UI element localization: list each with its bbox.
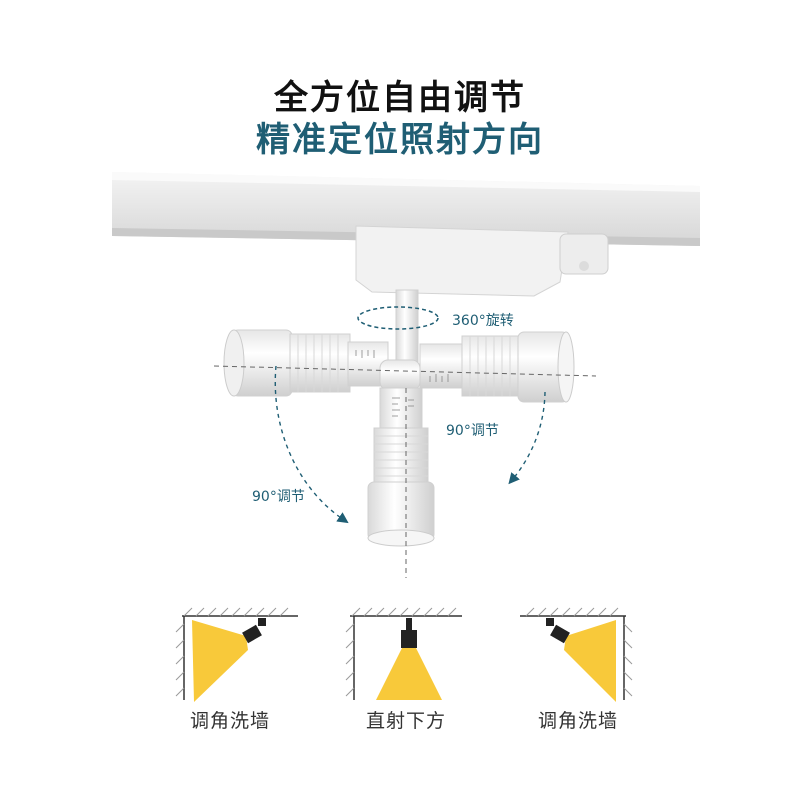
adjust-arc-icon xyxy=(274,365,546,524)
mode-caption-wall-wash-right: 调角洗墙 xyxy=(537,710,618,732)
rotation-arrow-icon xyxy=(357,306,439,330)
center-joint xyxy=(379,359,421,391)
rotation-label: 360°旋转 xyxy=(452,313,514,329)
wall-wash-left-diagram xyxy=(175,607,298,702)
mode-caption-wall-wash-left: 调角洗墙 xyxy=(189,710,270,732)
subheadline: 精准定位照射方向 xyxy=(256,120,544,160)
direct-down-diagram xyxy=(345,607,462,700)
down-spotlight-head xyxy=(367,387,435,547)
mode-caption-direct-down: 直射下方 xyxy=(365,710,446,732)
left-spotlight-head xyxy=(223,329,389,397)
adjust-label-left: 90°调节 xyxy=(252,489,305,505)
track-adapter xyxy=(355,225,609,297)
adjust-label-right: 90°调节 xyxy=(446,423,499,439)
wall-wash-right-diagram xyxy=(520,607,633,702)
headline: 全方位自由调节 xyxy=(274,78,526,118)
right-spotlight-head xyxy=(419,331,575,403)
axis-guides xyxy=(213,365,597,578)
